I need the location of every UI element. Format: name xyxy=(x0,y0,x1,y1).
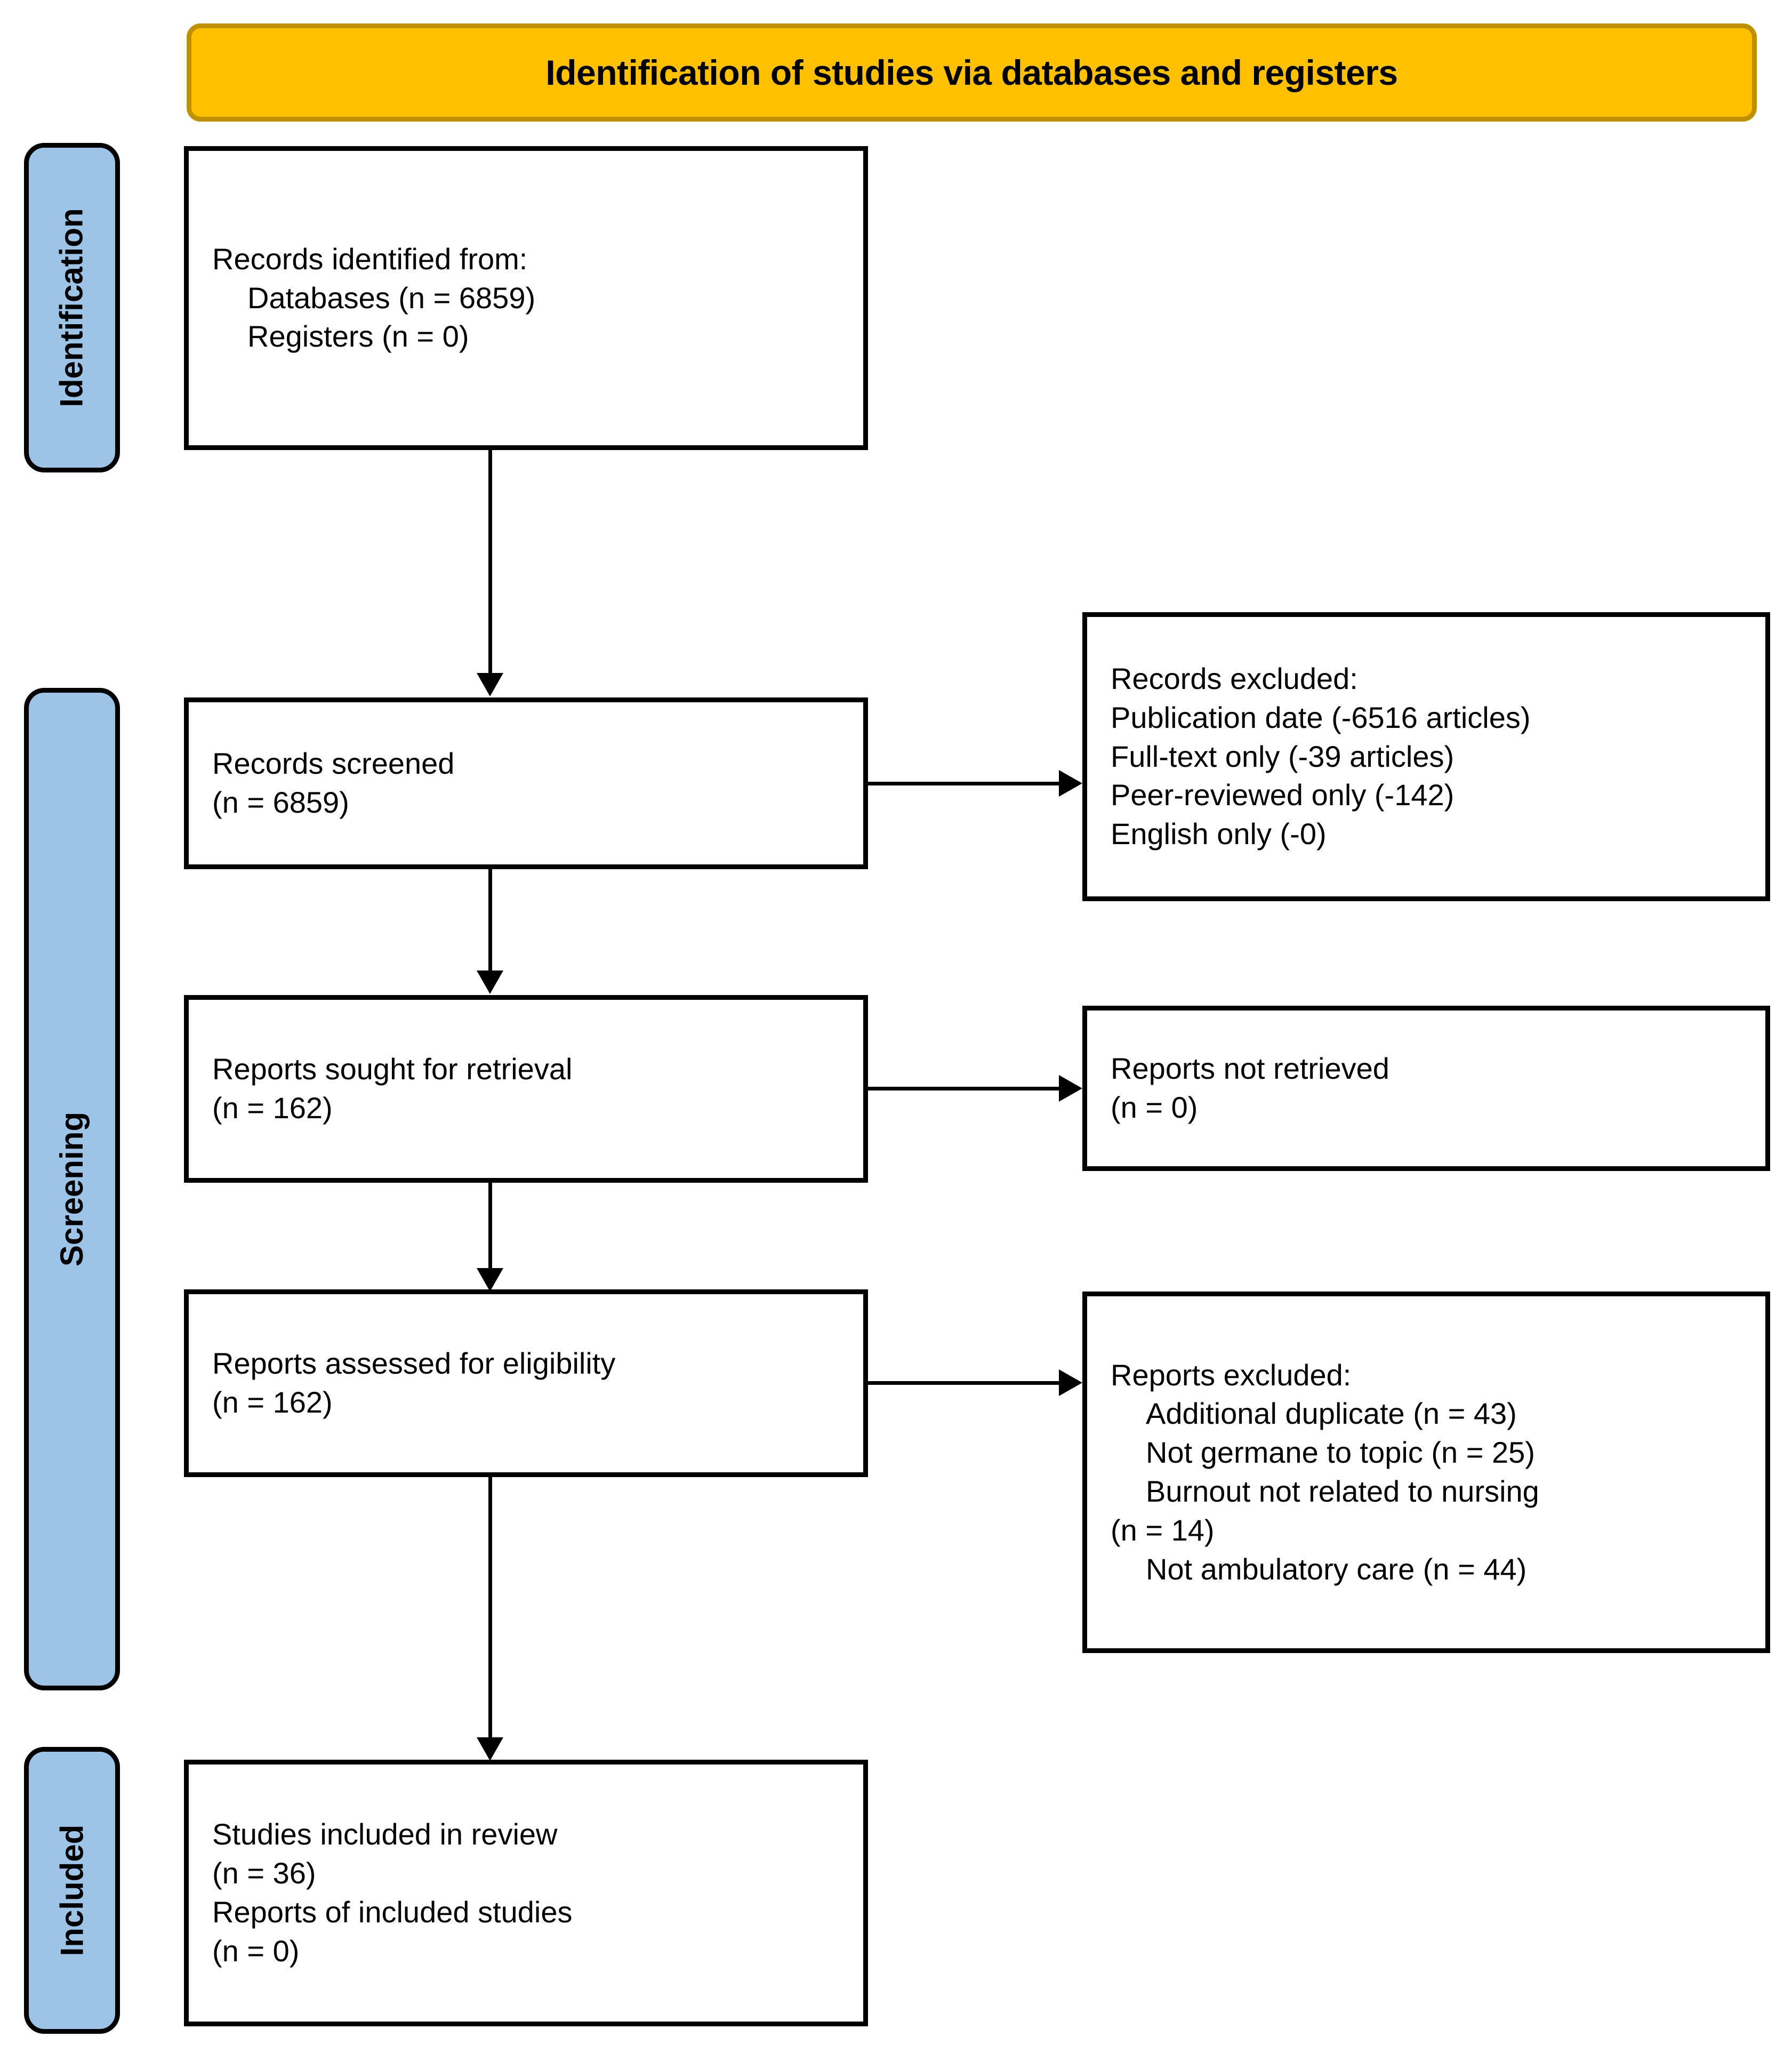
box-reports-excluded-text: Reports excluded: Additional duplicate (n… xyxy=(1087,1356,1765,1589)
arrow-right-icon xyxy=(1059,770,1082,797)
box-records-screened: Records screened (n = 6859) xyxy=(184,697,868,869)
box-reports-not-retrieved: Reports not retrieved (n = 0) xyxy=(1082,1006,1770,1171)
box-records-excluded: Records excluded: Publication date (-6516… xyxy=(1082,612,1770,901)
box-studies-included-text: Studies included in review (n = 36) Report… xyxy=(189,1815,863,1970)
box-records-excluded-text: Records excluded: Publication date (-6516… xyxy=(1087,660,1765,854)
connector-screened-to-excluded xyxy=(868,782,1060,785)
connector-screened-to-sought xyxy=(488,869,492,972)
arrow-down-icon xyxy=(477,971,503,994)
reports-excluded-line1: Reports excluded: xyxy=(1111,1358,1352,1392)
reports-excluded-line4: Burnout not related to nursing xyxy=(1146,1474,1539,1508)
records-identified-line3: Registers (n = 0) xyxy=(247,319,469,354)
stage-rail-included: Included xyxy=(24,1747,120,2034)
connector-sought-to-assessed xyxy=(488,1183,492,1269)
reports-sought-line1: Reports sought for retrieval xyxy=(212,1052,573,1086)
stage-label-screening: Screening xyxy=(54,1111,90,1267)
reports-assessed-line2: (n = 162) xyxy=(212,1385,333,1419)
stage-rail-screening: Screening xyxy=(24,688,120,1690)
stage-rail-identification: Identification xyxy=(24,143,120,472)
arrow-down-icon xyxy=(477,1737,503,1761)
records-identified-line2: Databases (n = 6859) xyxy=(247,280,536,315)
studies-included-line4: (n = 0) xyxy=(212,1934,300,1968)
studies-included-line1: Studies included in review xyxy=(212,1817,558,1851)
records-excluded-line4: Peer-reviewed only (-142) xyxy=(1111,778,1455,812)
arrow-right-icon xyxy=(1059,1369,1082,1396)
box-reports-sought-text: Reports sought for retrieval (n = 162) xyxy=(189,1050,863,1128)
records-screened-line1: Records screened xyxy=(212,747,455,781)
records-excluded-line3: Full-text only (-39 articles) xyxy=(1111,739,1455,773)
studies-included-line3: Reports of included studies xyxy=(212,1895,573,1929)
box-studies-included: Studies included in review (n = 36) Report… xyxy=(184,1760,868,2026)
connector-sought-to-not-retrieved xyxy=(868,1087,1060,1090)
records-screened-line2: (n = 6859) xyxy=(212,785,349,819)
box-records-identified-text: Records identified from: Databases (n = 6… xyxy=(189,240,863,356)
connector-identified-to-screened xyxy=(488,450,492,674)
box-reports-excluded: Reports excluded: Additional duplicate (n… xyxy=(1082,1292,1770,1653)
stage-label-identification: Identification xyxy=(54,208,90,407)
arrow-down-icon xyxy=(477,1268,503,1292)
box-records-screened-text: Records screened (n = 6859) xyxy=(189,744,863,822)
box-records-identified: Records identified from: Databases (n = 6… xyxy=(184,146,868,450)
arrow-down-icon xyxy=(477,673,503,696)
reports-excluded-line5: (n = 14) xyxy=(1111,1513,1215,1547)
records-excluded-line5: English only (-0) xyxy=(1111,817,1327,851)
arrow-right-icon xyxy=(1059,1075,1082,1102)
stage-label-included: Included xyxy=(54,1824,90,1956)
diagram-header-banner: Identification of studies via databases … xyxy=(187,23,1757,122)
reports-assessed-line1: Reports assessed for eligibility xyxy=(212,1346,616,1381)
box-reports-sought: Reports sought for retrieval (n = 162) xyxy=(184,995,868,1183)
connector-assessed-to-excluded xyxy=(868,1381,1060,1385)
records-identified-line1: Records identified from: xyxy=(212,242,528,276)
reports-excluded-line2: Additional duplicate (n = 43) xyxy=(1146,1397,1517,1431)
records-excluded-line1: Records excluded: xyxy=(1111,662,1358,695)
box-reports-not-retrieved-text: Reports not retrieved (n = 0) xyxy=(1087,1049,1765,1127)
reports-excluded-line3: Not germane to topic (n = 25) xyxy=(1146,1435,1535,1470)
studies-included-line2: (n = 36) xyxy=(212,1856,316,1890)
page-title: Identification of studies via databases … xyxy=(545,52,1398,92)
reports-not-retrieved-line2: (n = 0) xyxy=(1111,1090,1198,1124)
reports-not-retrieved-line1: Reports not retrieved xyxy=(1111,1052,1389,1086)
box-reports-assessed: Reports assessed for eligibility (n = 162… xyxy=(184,1289,868,1477)
box-reports-assessed-text: Reports assessed for eligibility (n = 162… xyxy=(189,1344,863,1422)
connector-assessed-to-included xyxy=(488,1477,492,1738)
reports-excluded-line6: Not ambulatory care (n = 44) xyxy=(1146,1552,1527,1586)
reports-sought-line2: (n = 162) xyxy=(212,1091,333,1125)
records-excluded-line2: Publication date (-6516 articles) xyxy=(1111,700,1531,734)
